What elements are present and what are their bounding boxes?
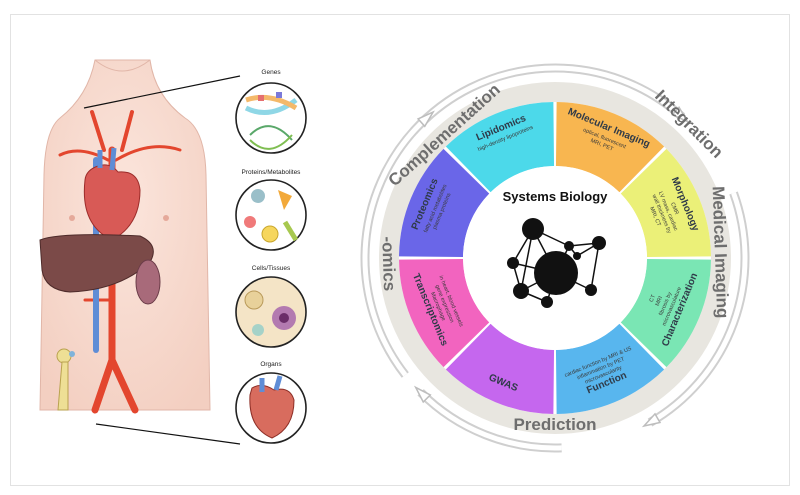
network-node xyxy=(507,257,519,269)
network-node xyxy=(585,284,597,296)
cycle-arrowhead xyxy=(416,110,435,128)
segment-function xyxy=(555,323,665,414)
network-node xyxy=(592,236,606,250)
cycle-arrow-inner xyxy=(362,114,430,377)
segment-detail: MRI xyxy=(655,295,665,307)
segment-detail: CT xyxy=(649,293,658,303)
cycle-arrow-inner xyxy=(411,65,684,133)
scale-label-proteins: Proteins/Metabolites xyxy=(241,169,301,176)
scale-label-genes: Genes xyxy=(261,69,281,76)
network-edge xyxy=(590,242,600,291)
segment-lipidomics xyxy=(445,102,555,193)
network-node xyxy=(522,218,544,240)
segment-molecular-imaging xyxy=(555,102,665,193)
cells-tissues-circle-icon xyxy=(235,276,307,348)
heart-icon xyxy=(83,147,141,241)
organs-circle-icon xyxy=(235,372,307,444)
segment-proteomics xyxy=(399,148,490,258)
ring-label-medical-imaging: Medical Imaging xyxy=(709,186,733,319)
spleen-icon xyxy=(135,259,161,305)
proteins-metabolites-circle-icon xyxy=(235,179,307,251)
femur-icon xyxy=(56,348,75,411)
segment-detail: CMR xyxy=(669,202,679,216)
zoom-line-bottom xyxy=(95,423,241,445)
network-node xyxy=(513,283,529,299)
cycle-arrowhead xyxy=(641,412,662,428)
figure-frame xyxy=(10,14,790,486)
network-node xyxy=(564,241,574,251)
segment-morphology xyxy=(620,148,711,258)
scale-label-cells: Cells/Tissues xyxy=(251,265,291,272)
segment-transcriptomics xyxy=(399,258,490,368)
zoom-line-top xyxy=(83,75,241,109)
genes-circle-icon xyxy=(235,82,307,154)
cycle-arrowhead xyxy=(413,385,432,404)
cycle-arrow-inner xyxy=(418,390,562,451)
ring-label-omics: -omics xyxy=(378,236,399,291)
network-node xyxy=(541,296,553,308)
network-node xyxy=(573,252,581,260)
segment-gwas xyxy=(445,323,555,414)
network-node xyxy=(534,251,578,295)
cycle-arrowhead xyxy=(671,106,690,124)
scale-label-organs: Organs xyxy=(260,361,282,368)
cycle-arrow-inner xyxy=(648,192,748,425)
outer-ring xyxy=(379,82,731,434)
segment-characterization xyxy=(620,258,711,368)
ring-label-prediction: Prediction xyxy=(513,415,596,434)
center-title: Systems Biology xyxy=(503,189,609,204)
